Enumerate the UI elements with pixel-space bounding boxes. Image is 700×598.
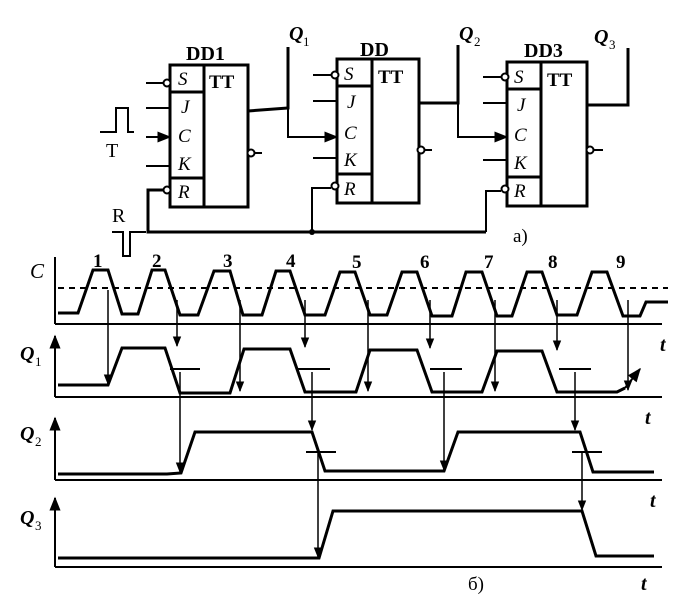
- svg-text:t: t: [660, 334, 667, 356]
- svg-text:Q: Q: [459, 23, 473, 45]
- q2-axis-label: Q 2: [20, 423, 42, 449]
- reset-input-label: R: [112, 205, 126, 227]
- pulse-number: 2: [152, 251, 162, 272]
- svg-text:R: R: [177, 182, 190, 203]
- svg-text:S: S: [178, 69, 188, 90]
- pulse-number: 7: [484, 252, 494, 273]
- clock-to-q1-arrows: [103, 290, 633, 393]
- svg-text:J: J: [347, 92, 357, 113]
- axis-c: [54, 257, 662, 325]
- svg-text:2: 2: [474, 34, 481, 49]
- dd3-type: TT: [547, 70, 573, 91]
- svg-text:Q: Q: [20, 423, 34, 445]
- svg-text:R: R: [343, 179, 356, 200]
- output-q3-label: Q 3: [594, 26, 616, 52]
- q1-to-q2-arrows: [175, 372, 580, 474]
- clock-waveform: [58, 268, 668, 318]
- svg-text:Q: Q: [594, 26, 608, 48]
- axis-q2: [49, 416, 662, 481]
- threshold-ticks: [170, 368, 602, 453]
- timing-diagram: [49, 257, 668, 568]
- dd1-type: TT: [209, 72, 235, 93]
- trigger-dd2: [335, 57, 421, 205]
- svg-text:Q: Q: [289, 23, 303, 45]
- dd1-pin-labels: S J C K R: [177, 69, 192, 203]
- dd2-pin-labels: S J C K R: [343, 64, 358, 200]
- dd2-type: TT: [378, 67, 404, 88]
- circuit-schematic: [100, 45, 630, 257]
- q1-waveform: [58, 346, 626, 395]
- axis-q1: [49, 334, 662, 398]
- svg-text:t: t: [650, 490, 657, 512]
- svg-text:K: K: [177, 154, 192, 175]
- svg-text:K: K: [343, 150, 358, 171]
- svg-text:S: S: [514, 67, 524, 88]
- axis-q3: [49, 496, 662, 568]
- pulse-number: 4: [286, 251, 296, 272]
- svg-text:1: 1: [303, 34, 310, 49]
- output-q2-label: Q 2: [459, 23, 481, 49]
- dd1-name: DD1: [186, 43, 225, 65]
- svg-text:C: C: [30, 259, 45, 283]
- svg-text:K: K: [513, 153, 528, 174]
- svg-text:J: J: [517, 95, 527, 116]
- svg-text:t: t: [645, 407, 652, 429]
- svg-text:1: 1: [35, 354, 42, 369]
- dd3-pin-labels: S J C K R: [513, 67, 528, 202]
- time-axis-labels: t t t t: [641, 334, 667, 595]
- pulse-number: 1: [93, 251, 103, 272]
- q1-axis-label: Q 1: [20, 343, 42, 369]
- svg-text:C: C: [514, 125, 527, 146]
- pulse-numbers: 1 2 3 4 5 6 7 8 9: [93, 251, 626, 273]
- svg-text:C: C: [344, 123, 357, 144]
- svg-text:Q: Q: [20, 343, 34, 365]
- svg-text:Q: Q: [20, 507, 34, 529]
- svg-text:2: 2: [35, 434, 42, 449]
- pulse-number: 5: [352, 252, 362, 273]
- q2-waveform: [58, 430, 654, 476]
- svg-text:J: J: [181, 97, 191, 118]
- pulse-number: 3: [223, 251, 233, 272]
- caption-a: а): [513, 226, 528, 247]
- dd2-name: DD: [360, 39, 389, 61]
- caption-b: б): [468, 574, 484, 595]
- q3-waveform: [58, 509, 654, 560]
- svg-text:3: 3: [35, 518, 42, 533]
- pulse-number: 9: [616, 252, 626, 273]
- dd3-name: DD3: [524, 40, 563, 62]
- clock-label: C: [30, 259, 45, 283]
- q2-to-q3-arrows: [313, 452, 587, 559]
- svg-text:S: S: [344, 64, 354, 85]
- clock-input-label: T: [106, 140, 118, 162]
- svg-text:t: t: [641, 573, 648, 595]
- pulse-number: 6: [420, 252, 430, 273]
- pulse-number: 8: [548, 252, 558, 273]
- output-q1-label: Q 1: [289, 23, 310, 49]
- svg-text:R: R: [513, 181, 526, 202]
- svg-text:C: C: [178, 126, 191, 147]
- svg-text:3: 3: [609, 37, 616, 52]
- q3-axis-label: Q 3: [20, 507, 42, 533]
